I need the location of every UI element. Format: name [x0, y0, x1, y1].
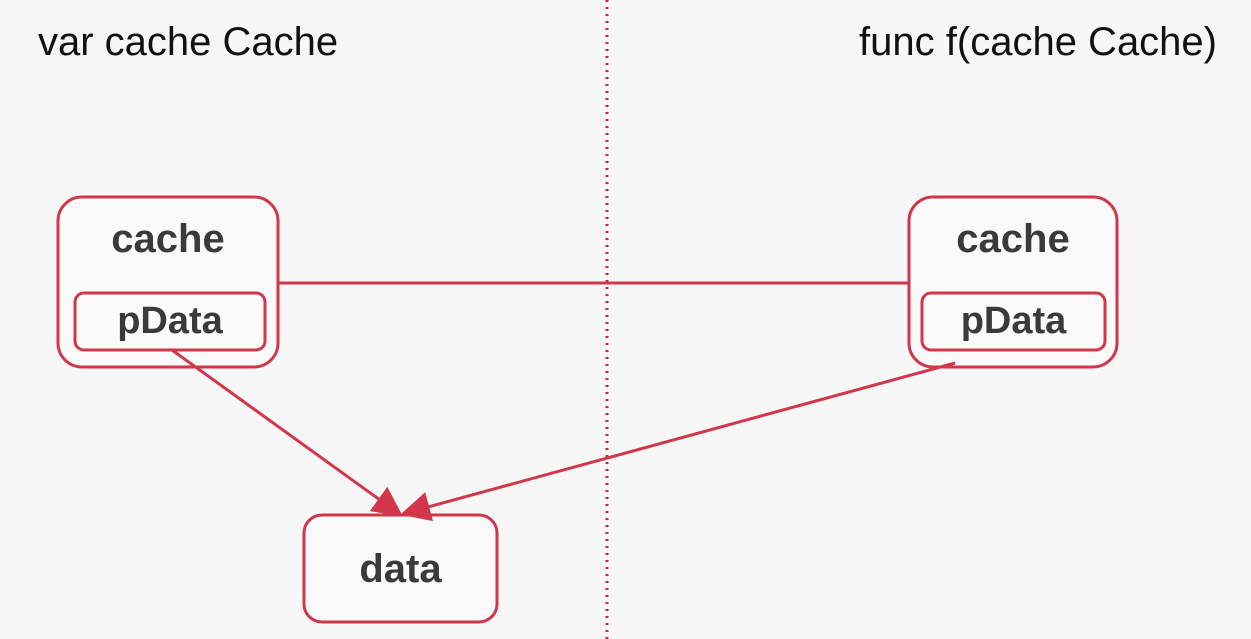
left-pdata-label: pData — [117, 300, 223, 342]
left-pdata-field-box — [73, 291, 267, 352]
data-label: data — [359, 547, 442, 591]
left-heading: var cache Cache — [38, 20, 339, 64]
right-cache-label: cache — [956, 217, 1070, 261]
left-cache-label: cache — [111, 217, 225, 261]
right-pointer-arrow — [400, 361, 956, 522]
right-pdata-field-box — [920, 291, 1107, 352]
right-pdata-label: pData — [960, 300, 1067, 342]
right-heading: func f(cache Cache) — [859, 20, 1217, 64]
left-pointer-arrow — [171, 348, 403, 517]
